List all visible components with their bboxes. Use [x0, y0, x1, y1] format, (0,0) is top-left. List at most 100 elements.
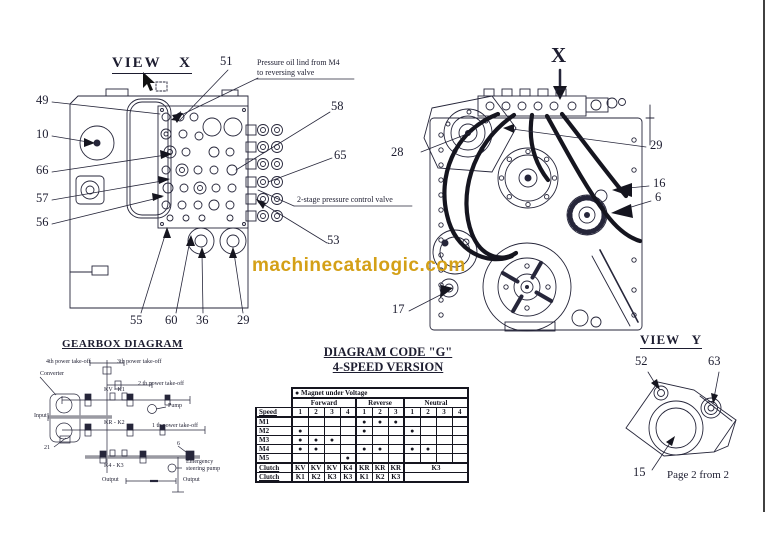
callout-6: 6 [655, 190, 662, 204]
table-cell [403, 416, 421, 427]
table-cell: Reverse [355, 397, 405, 408]
callout-28: 28 [391, 145, 404, 159]
table-cell [403, 453, 421, 464]
table-cell: 1 [355, 407, 373, 418]
table-cell: M5 [255, 453, 293, 464]
callout-57: 57 [36, 191, 49, 205]
callout-66: 66 [36, 163, 49, 177]
table-cell: ● [291, 444, 309, 454]
table-cell [403, 472, 470, 483]
callout-52: 52 [635, 354, 648, 368]
mouse-cursor-icon [143, 72, 168, 92]
callout-56: 56 [36, 215, 49, 229]
table-cell [323, 453, 341, 464]
side-view-arrowheads [440, 124, 633, 298]
table-cell: KV [291, 462, 309, 473]
callout-65: 65 [334, 148, 347, 162]
table-cell: K3 [403, 462, 470, 473]
label-6: 6 [177, 441, 180, 447]
label-converter: Converter [40, 371, 64, 377]
table-cell: ● [355, 416, 373, 427]
table-cell [419, 435, 437, 445]
callout-53: 53 [327, 233, 340, 247]
table-cell: ● [339, 453, 357, 464]
callout-15: 15 [633, 465, 646, 479]
table-cell [307, 426, 325, 436]
pressure-oil-note-line2: to reversing valve [257, 67, 315, 77]
table-cell: ● [387, 416, 405, 427]
diagram-code-title-line2: 4-SPEED VERSION [332, 360, 444, 374]
table-cell [435, 416, 453, 427]
diagram-code-title-line1: DIAGRAM CODE "G" [323, 345, 453, 359]
table-cell [256, 388, 292, 398]
table-cell: M3 [255, 435, 293, 445]
table-cell [451, 453, 470, 464]
table-cell [451, 435, 470, 445]
view-x-drawing [51, 69, 413, 314]
table-cell [419, 453, 437, 464]
table-cell: ● [291, 426, 309, 436]
label-pto2: 2 th power take-off [138, 381, 185, 387]
label-pto4: 4th power take-off [46, 359, 91, 365]
table-cell: K1 [355, 472, 373, 483]
table-cell: K1 [291, 472, 309, 483]
table-cell [323, 416, 341, 427]
port-fittings [245, 124, 283, 222]
callout-51: 51 [220, 54, 233, 68]
table-cell [371, 426, 389, 436]
table-cell: K3 [339, 472, 357, 483]
callout-63: 63 [708, 354, 721, 368]
table-cell [435, 444, 453, 454]
table-cell: K3 [323, 472, 341, 483]
table-cell: ● [403, 444, 421, 454]
label-pto1: 1 th power take-off [152, 423, 199, 429]
table-cell [291, 416, 309, 427]
table-cell: 4 [339, 407, 357, 418]
table-cell [371, 453, 389, 464]
label-pump: Pump [168, 403, 183, 409]
table-cell [403, 435, 421, 445]
pressure-oil-note: Pressure oil lind from M4 to reversing v… [257, 58, 340, 77]
table-cell [387, 435, 405, 445]
table-cell [419, 416, 437, 427]
table-cell: ● [371, 416, 389, 427]
table-cell [339, 435, 357, 445]
table-cell [307, 416, 325, 427]
control-valve-note: 2-stage pressure control valve [297, 195, 393, 204]
callout-58: 58 [331, 99, 344, 113]
view-y-drawing [625, 371, 737, 471]
callout-29-viewx: 29 [237, 313, 250, 327]
table-cell: Clutch [255, 472, 293, 483]
table-cell [339, 444, 357, 454]
label-21: 21 [44, 445, 50, 451]
label-emergency-line1: Emergency [186, 459, 214, 465]
table-cell: ● [291, 435, 309, 445]
table-cell [451, 426, 470, 436]
label-output-right: Output [183, 477, 200, 483]
table-cell: M2 [255, 426, 293, 436]
callout-10: 10 [36, 127, 49, 141]
table-cell: 4 [451, 407, 470, 418]
table-cell: Speed [255, 407, 293, 418]
label-pto3: 3th power take-off [117, 359, 162, 365]
table-cell [387, 453, 405, 464]
pressure-oil-note-line1: Pressure oil lind from M4 [257, 58, 340, 67]
table-cell [291, 453, 309, 464]
table-cell [435, 435, 453, 445]
table-cell [355, 435, 373, 445]
callout-55: 55 [130, 313, 143, 327]
table-cell [451, 416, 470, 427]
table-cell [339, 416, 357, 427]
label-k4-k3: K4 - K3 [104, 463, 124, 469]
table-cell [323, 426, 341, 436]
side-view-leader-lines [408, 128, 652, 312]
side-view-x-label: X [551, 43, 567, 67]
view-x-title: VIEW X [112, 55, 192, 74]
table-cell: K4 [339, 462, 357, 473]
callout-17: 17 [392, 302, 405, 316]
table-cell: 2 [371, 407, 389, 418]
table-cell [256, 398, 292, 408]
table-cell: ● [355, 426, 373, 436]
